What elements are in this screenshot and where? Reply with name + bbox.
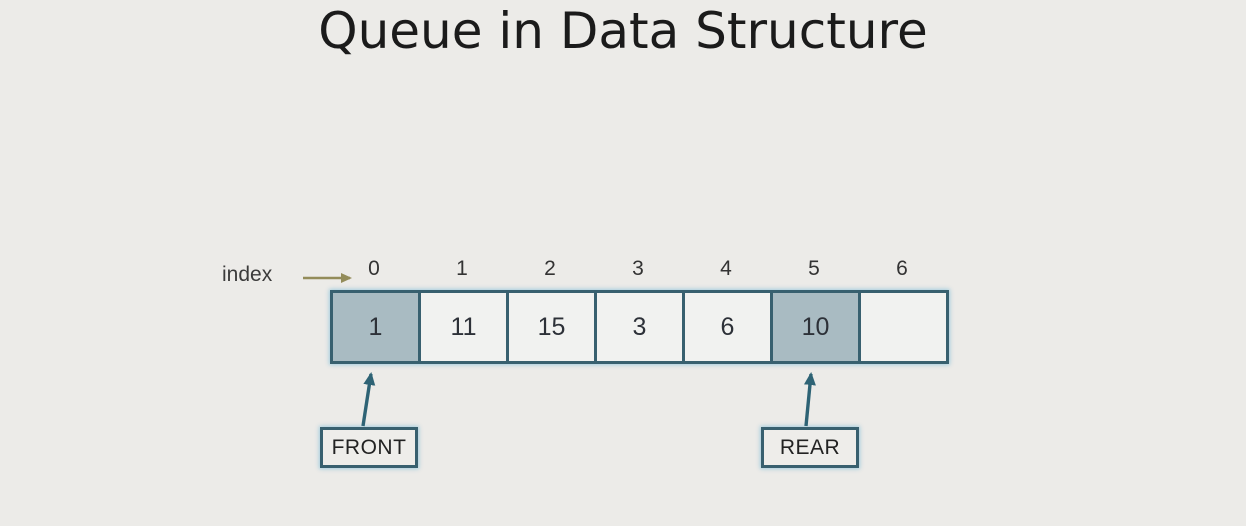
index-number: 2	[544, 257, 556, 280]
index-number: 6	[896, 257, 908, 280]
queue-cell-rear: 10	[770, 290, 861, 364]
index-number: 5	[808, 257, 820, 280]
index-number: 3	[632, 257, 644, 280]
queue-cell: 15	[506, 290, 597, 364]
index-number: 1	[456, 257, 468, 280]
rear-label: REAR	[779, 435, 841, 459]
queue-cell: 3	[594, 290, 685, 364]
queue-cell: 6	[682, 290, 773, 364]
queue-cell: 11	[418, 290, 509, 364]
index-label: index	[222, 263, 273, 286]
queue-array: 1 11 15 3 6 10	[330, 290, 949, 364]
index-number: 4	[720, 257, 732, 280]
index-numbers-row: 0 1 2 3 4 5 6	[330, 257, 946, 281]
queue-cell-front: 1	[330, 290, 421, 364]
front-label: FRONT	[331, 435, 407, 459]
index-number: 0	[368, 257, 380, 280]
page-title: Queue in Data Structure	[318, 2, 928, 60]
front-box: FRONT	[320, 427, 418, 468]
rear-box: REAR	[761, 427, 859, 468]
queue-cell-empty	[858, 290, 949, 364]
rear-arrow-icon	[803, 372, 816, 427]
front-arrow-icon	[361, 372, 376, 427]
